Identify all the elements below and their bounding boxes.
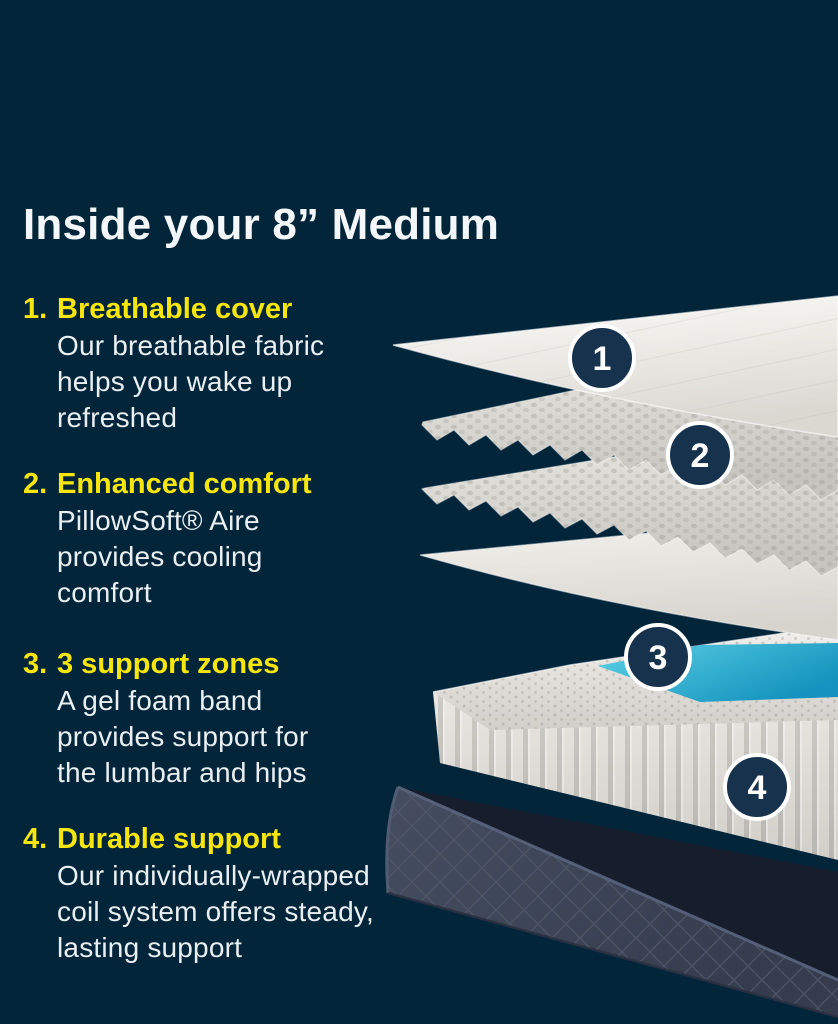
feature-item-breathable-cover: 1. Breathable cover Our breathable fabri… [23,291,413,436]
feature-item-durable-support: 4. Durable support Our individually-wrap… [23,821,413,966]
feature-heading-label: Enhanced comfort [57,468,312,500]
feature-heading: 2. Enhanced comfort [23,466,413,503]
badge-3-label: 3 [649,639,668,677]
badge-3: 3 [624,623,692,691]
feature-body: A gel foam band provides support for the… [57,685,309,788]
badge-2: 2 [666,421,734,489]
badge-4: 4 [723,753,791,821]
feature-heading-label: Breathable cover [57,293,293,325]
feature-heading-label: 3 support zones [57,648,280,680]
feature-item-support-zones: 3. 3 support zones A gel foam band provi… [23,646,413,791]
badge-4-label: 4 [748,769,767,807]
feature-heading-label: Durable support [57,823,281,855]
badge-1: 1 [568,324,636,392]
mattress-layers-illustration: 1 2 3 4 [385,295,838,1019]
feature-heading: 3. 3 support zones [23,646,413,683]
badge-1-label: 1 [593,340,612,378]
badge-2-label: 2 [691,437,710,475]
feature-body: Our breathable fabric helps you wake up … [57,330,325,433]
feature-number: 3. [23,648,48,680]
page-title: Inside your 8” Medium [23,200,500,249]
feature-number: 1. [23,293,48,325]
feature-item-enhanced-comfort: 2. Enhanced comfort PillowSoft® Aire pro… [23,466,413,611]
layer-durable-base [385,785,838,1019]
feature-number: 4. [23,823,48,855]
feature-body: PillowSoft® Aire provides cooling comfor… [57,505,263,608]
feature-heading: 1. Breathable cover [23,291,413,328]
feature-body: Our individually-wrapped coil system off… [57,860,374,963]
feature-number: 2. [23,468,48,500]
feature-heading: 4. Durable support [23,821,413,858]
